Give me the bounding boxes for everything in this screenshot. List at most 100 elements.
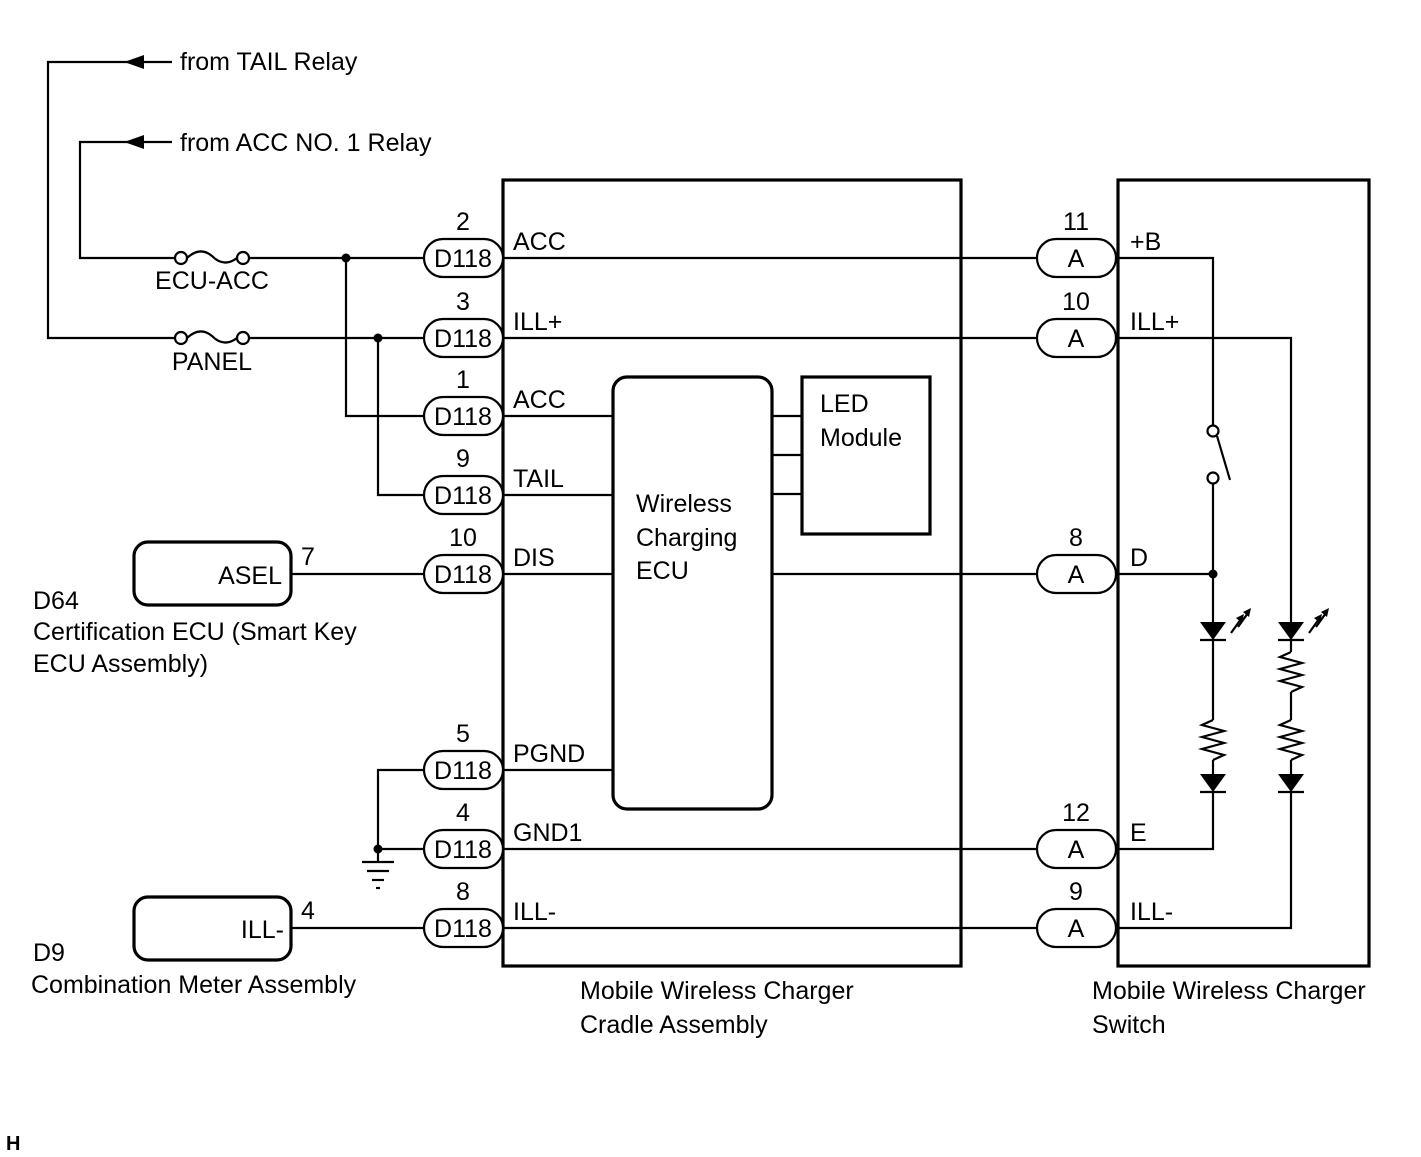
- d118-pin-number: 8: [456, 878, 470, 906]
- a-connector-label: A: [1068, 836, 1085, 864]
- acc-relay-label: from ACC NO. 1 Relay: [180, 129, 432, 157]
- d118-pin-number: 9: [456, 445, 470, 473]
- acc-relay-feed: from ACC NO. 1 Relay: [78, 129, 432, 260]
- d118-signal-name: ILL+: [513, 308, 562, 336]
- led-module-label-line1: LED: [820, 390, 869, 418]
- led-indicator-icon: [1200, 608, 1251, 642]
- d118-signal-name: ACC: [513, 386, 566, 414]
- a-pin-number: 11: [1063, 208, 1089, 236]
- d118-signal-name: GND1: [513, 819, 582, 847]
- a-signal-name: E: [1130, 819, 1147, 847]
- certification-ecu: ASEL 7 D64 Certification ECU (Smart Key …: [33, 540, 424, 678]
- ecu-label-line2: Charging: [636, 524, 737, 552]
- d118-signal-name: PGND: [513, 740, 585, 768]
- corner-mark: H: [6, 1133, 20, 1155]
- diode-icon: [1278, 774, 1304, 792]
- a-pin-number: 8: [1069, 524, 1083, 552]
- switch-blade-icon: [1215, 435, 1232, 481]
- d118-pin-number: 5: [456, 720, 470, 748]
- d118-pin-number: 3: [456, 288, 470, 316]
- led-module-label-line2: Module: [820, 424, 902, 452]
- fuse-panel: PANEL: [172, 330, 424, 376]
- d118-connector-label: D118: [434, 561, 492, 589]
- a-signal-name: +B: [1130, 228, 1161, 256]
- a-pin-number: 12: [1062, 799, 1090, 827]
- a-pin-number: 9: [1069, 878, 1083, 906]
- asel-pin-number: 7: [301, 543, 315, 571]
- cradle-name-line2: Cradle Assembly: [580, 1011, 768, 1039]
- resistor-icon: [1275, 650, 1307, 694]
- switch-contact-bottom: [1206, 471, 1220, 485]
- d118-connector-label: D118: [434, 915, 492, 943]
- cradle-name-line1: Mobile Wireless Charger: [580, 977, 854, 1005]
- d118-connectors: D1182ACCD1183ILL+D1181ACCD1189TAILD11810…: [422, 208, 585, 949]
- ground: [362, 768, 424, 890]
- d118-pin-number: 4: [456, 799, 470, 827]
- certification-ecu-name-line2: ECU Assembly): [33, 650, 208, 678]
- d118-signal-name: DIS: [513, 544, 555, 572]
- d118-signal-name: TAIL: [513, 465, 564, 493]
- a-connector-label: A: [1068, 915, 1085, 943]
- d118-pin-number: 1: [456, 366, 470, 394]
- fuse-panel-label: PANEL: [172, 348, 252, 376]
- junction-wires: [341, 253, 424, 497]
- d118-connector-label: D118: [434, 403, 492, 431]
- diode-icon: [1200, 774, 1226, 792]
- a-pin-12: A 12E: [1035, 799, 1147, 870]
- resistor-icon: [1197, 718, 1229, 762]
- tail-relay-feed: from TAIL Relay: [46, 48, 358, 340]
- a-connector-label: A: [1068, 245, 1085, 273]
- d118-connector-label: D118: [434, 482, 492, 510]
- a-connector-label: A: [1068, 325, 1085, 353]
- fuse-ecu-acc-label: ECU-ACC: [155, 267, 269, 295]
- fuse-ecu-acc: ECU-ACC: [155, 250, 424, 295]
- switch-name-line2: Switch: [1092, 1011, 1166, 1039]
- combination-meter: ILL- 4 D9 Combination Meter Assembly: [31, 895, 424, 999]
- d118-connector-label: D118: [434, 245, 492, 273]
- a-pin-number: 10: [1062, 288, 1090, 316]
- d118-signal-name: ACC: [513, 228, 566, 256]
- certification-ecu-name-line1: Certification ECU (Smart Key: [33, 618, 357, 646]
- switch-contact-top: [1206, 424, 1220, 438]
- combination-meter-name: Combination Meter Assembly: [31, 971, 357, 999]
- d9-code: D9: [33, 939, 65, 967]
- d118-pin-number: 2: [456, 208, 470, 236]
- d118-connector-label: D118: [434, 757, 492, 785]
- asel-pin-label: ASEL: [218, 562, 282, 590]
- wireless-charging-ecu: Wireless Charging ECU: [611, 375, 774, 811]
- illumination-led-icon: [1278, 608, 1329, 642]
- a-signal-name: ILL+: [1130, 308, 1179, 336]
- ill-minus-pin-label: ILL-: [241, 916, 284, 944]
- d64-code: D64: [33, 587, 79, 615]
- switch-internals: [1118, 256, 1329, 930]
- tail-relay-label: from TAIL Relay: [180, 48, 358, 76]
- switch-name-line1: Mobile Wireless Charger: [1092, 977, 1366, 1005]
- a-signal-name: D: [1130, 544, 1148, 572]
- d118-pin-number: 10: [449, 524, 477, 552]
- d118-connector-label: D118: [434, 325, 492, 353]
- a-connector-label: A: [1068, 561, 1085, 589]
- d118-signal-name: ILL-: [513, 898, 556, 926]
- cradle-internal-wires: [503, 256, 1037, 930]
- d118-connector-label: D118: [434, 836, 492, 864]
- ill-minus-pin-number: 4: [301, 897, 315, 925]
- ecu-label-line3: ECU: [636, 557, 689, 585]
- a-signal-name: ILL-: [1130, 898, 1173, 926]
- resistor-icon: [1275, 718, 1307, 762]
- led-module: LED Module: [772, 375, 932, 536]
- a-pin-8: A 8D: [1035, 524, 1148, 595]
- ecu-label-line1: Wireless: [636, 490, 732, 518]
- a-pin-11: A 11 +B: [1035, 208, 1161, 279]
